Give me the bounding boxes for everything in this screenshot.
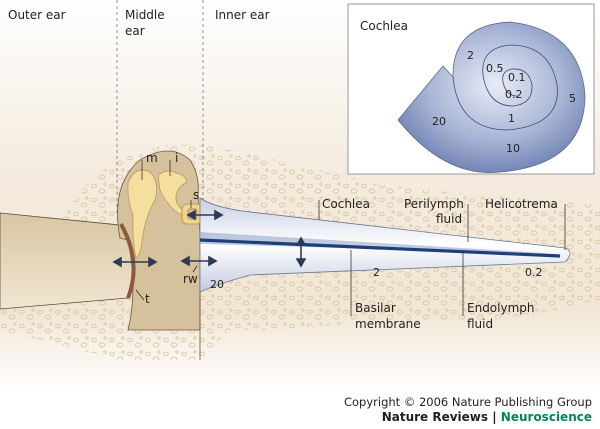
label-middle-ear-2: ear: [125, 24, 145, 38]
label-stapes: s: [193, 188, 199, 202]
freq-mid: 2: [373, 266, 380, 279]
inset-freq-2: 2: [467, 49, 474, 62]
label-malleus: m: [146, 151, 158, 165]
label-basilar-2: membrane: [355, 317, 421, 331]
label-tympanic-membrane: t: [145, 292, 150, 306]
label-perilymph-1: Perilymph: [404, 197, 464, 211]
inset-freq-0-1: 0.1: [508, 71, 526, 84]
vibration-arrows: [112, 209, 307, 268]
label-cochlea: Cochlea: [322, 197, 370, 211]
label-endolymph-1: Endolymph: [467, 301, 535, 315]
freq-base: 20: [210, 278, 224, 291]
label-round-window: rw: [183, 272, 198, 286]
inset-title: Cochlea: [360, 19, 408, 33]
coiled-cochlea: [397, 21, 586, 173]
inset-freq-5: 5: [569, 92, 576, 105]
journal-name: Nature Reviews: [381, 410, 489, 424]
label-inner-ear: Inner ear: [215, 8, 270, 22]
freq-apex: 0.2: [525, 266, 543, 279]
inset-freq-20: 20: [432, 115, 446, 128]
credit-separator: |: [488, 410, 501, 424]
inset-freq-0-2: 0.2: [505, 88, 523, 101]
cochlea-inset: Cochlea 20 10 5 2 1 0.5 0.2 0.1: [347, 3, 595, 175]
label-endolymph-2: fluid: [467, 317, 493, 331]
label-perilymph-2: fluid: [436, 212, 462, 226]
journal-credit: Nature Reviews | Neuroscience: [382, 410, 592, 424]
inset-freq-0-5: 0.5: [486, 62, 504, 75]
label-outer-ear: Outer ear: [8, 8, 66, 22]
ear-canal: [0, 212, 134, 310]
copyright: Copyright © 2006 Nature Publishing Group: [343, 395, 592, 409]
inset-freq-10: 10: [506, 142, 520, 155]
malleus: [127, 169, 158, 259]
journal-section: Neuroscience: [500, 410, 592, 424]
label-basilar-1: Basilar: [355, 301, 396, 315]
label-incus: i: [175, 151, 178, 165]
incus: [157, 170, 187, 215]
basilar-membrane-line: [199, 238, 561, 258]
inset-freq-1: 1: [508, 112, 515, 125]
label-middle-ear-1: Middle: [125, 8, 165, 22]
label-helicotrema: Helicotrema: [485, 197, 558, 211]
